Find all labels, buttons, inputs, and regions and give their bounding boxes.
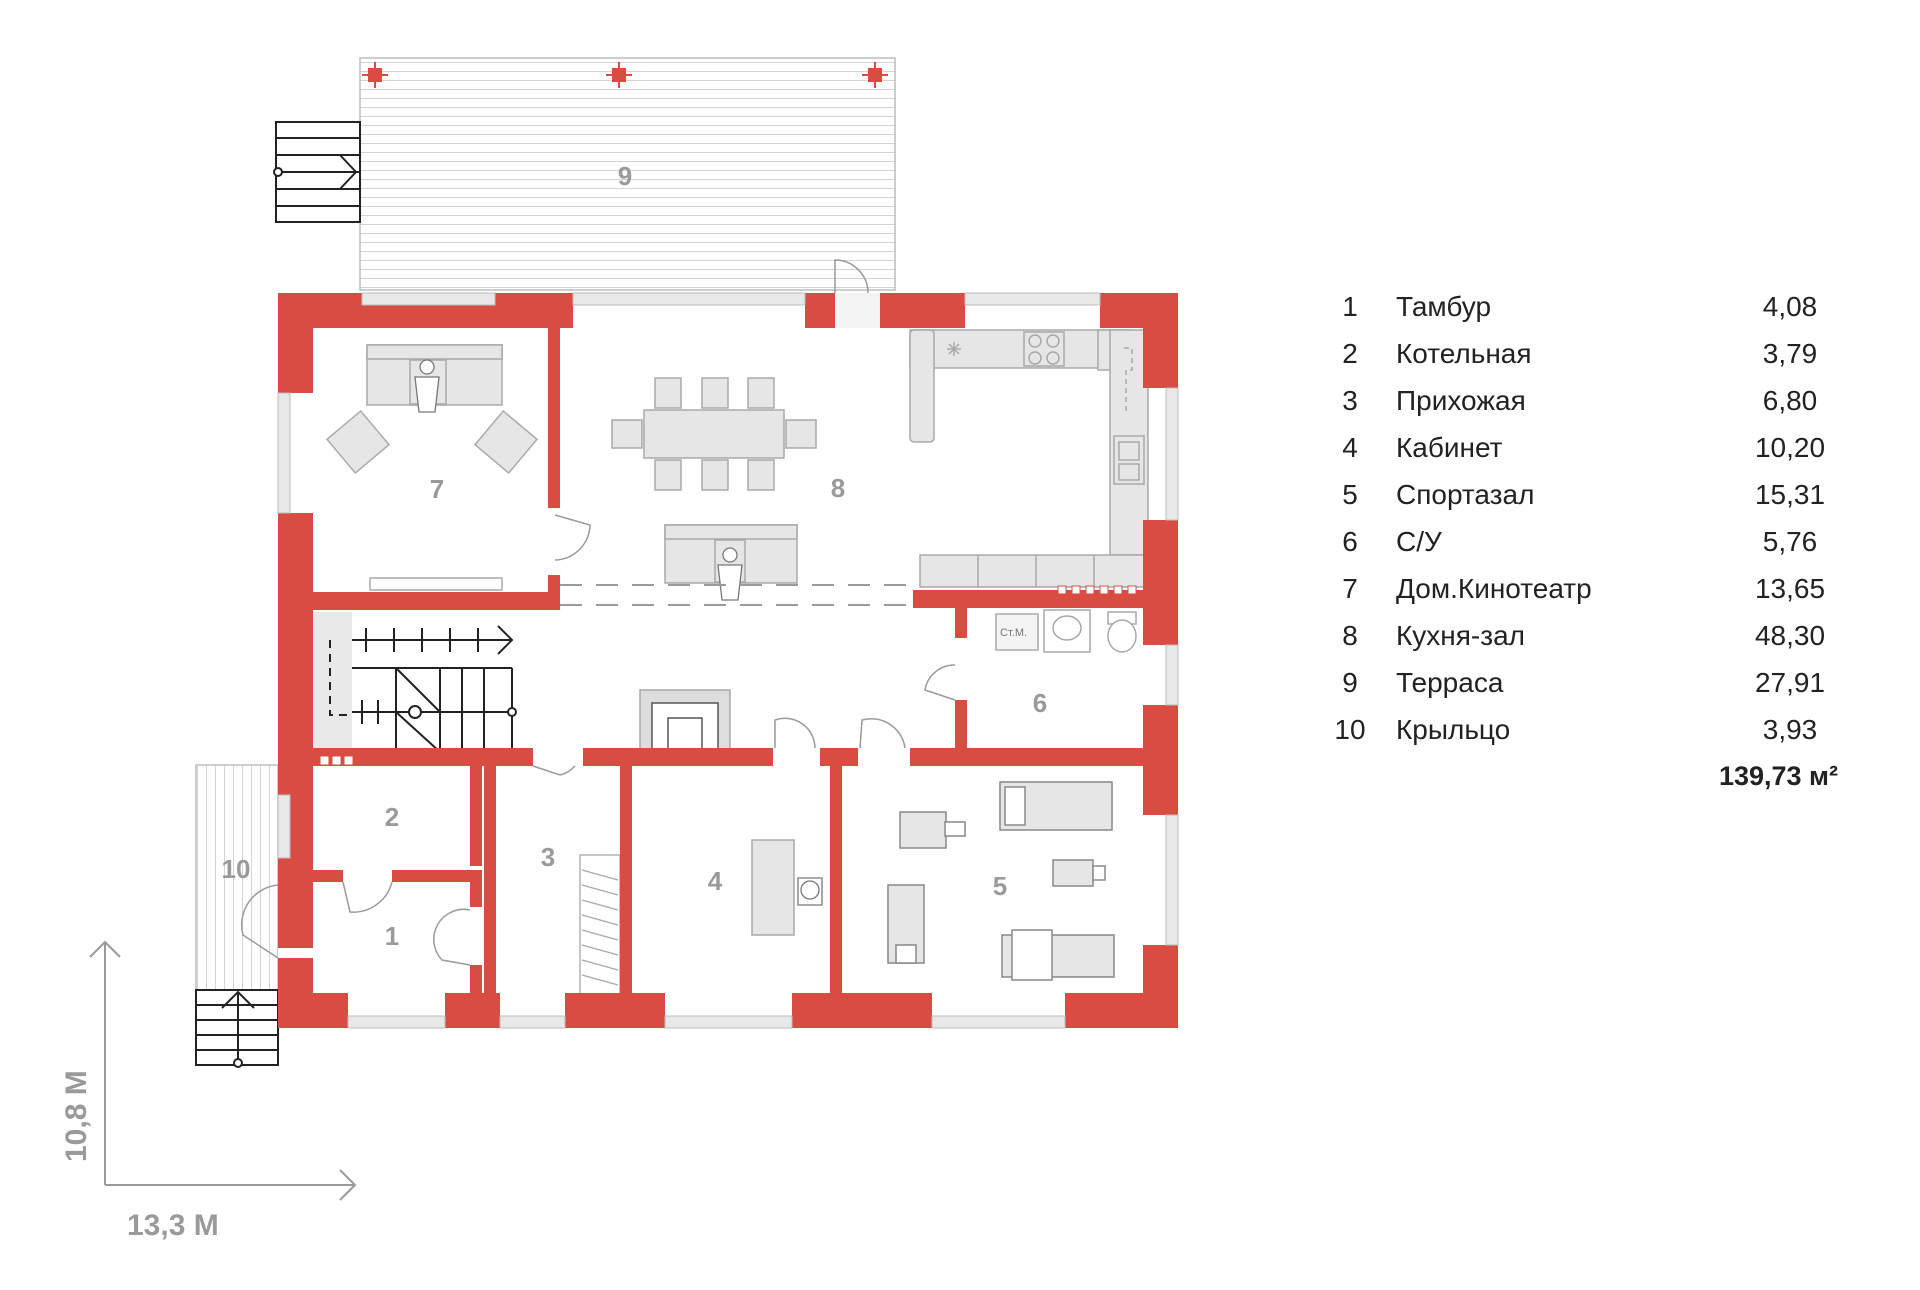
boiler-vents xyxy=(319,585,1137,766)
legend-room-area: 27,91 xyxy=(1754,667,1826,698)
height-dimension: 10,8 М xyxy=(60,1070,93,1162)
legend-room-number: 5 xyxy=(1342,479,1358,510)
person-icon xyxy=(717,547,743,601)
fireplace xyxy=(639,689,731,753)
tv-stand xyxy=(369,577,503,591)
legend-room-number: 1 xyxy=(1342,291,1358,322)
room-number-8: 8 xyxy=(831,473,845,503)
legend-room-name: Терраса xyxy=(1396,667,1504,698)
person-icon xyxy=(414,359,440,413)
legend-room-area: 6,80 xyxy=(1762,385,1818,416)
legend-room-name: Котельная xyxy=(1396,338,1532,369)
legend-room-name: Крыльцо xyxy=(1396,714,1511,745)
walls xyxy=(278,293,1178,1028)
legend-room-area: 13,65 xyxy=(1754,573,1826,604)
legend-row: 8 Кухня-зал 48,30 xyxy=(1330,612,1850,659)
legend-room-area: 15,31 xyxy=(1754,479,1826,510)
legend-row: 5 Спортазал 15,31 xyxy=(1330,471,1850,518)
room-number-9: 9 xyxy=(618,161,632,191)
total-area-value: 139,73 м² xyxy=(1718,761,1838,791)
terrace-stairs xyxy=(273,121,361,223)
legend-room-name: Спортазал xyxy=(1396,479,1535,510)
legend-room-number: 8 xyxy=(1342,620,1358,651)
gym-equipment xyxy=(887,781,1115,981)
washing-machine-label: Ст.М. xyxy=(1000,627,1027,639)
person-icon xyxy=(797,877,823,906)
zone-divider xyxy=(560,584,915,606)
legend-room-number: 2 xyxy=(1342,338,1358,369)
legend-row: 10 Крыльцо 3,93 xyxy=(1330,706,1850,753)
legend-room-name: Прихожая xyxy=(1396,385,1526,416)
theater-armchairs xyxy=(325,409,539,475)
terrace xyxy=(359,57,896,291)
room-number-4: 4 xyxy=(708,866,723,896)
room-number-6: 6 xyxy=(1033,688,1047,718)
legend-room-name: Кабинет xyxy=(1396,432,1503,463)
legend-row: 6 С/У 5,76 xyxy=(1330,518,1850,565)
windows xyxy=(277,292,1179,1029)
legend-room-number: 10 xyxy=(1334,714,1366,745)
bathroom-fixtures xyxy=(995,609,1137,653)
width-dimension: 13,3 М xyxy=(127,1209,219,1242)
shoe-rack xyxy=(579,854,621,996)
legend-total-area: 139,73 м² xyxy=(1330,753,1850,800)
legend-room-number: 3 xyxy=(1342,385,1358,416)
legend-row: 1 Тамбур 4,08 xyxy=(1330,283,1850,330)
legend-room-number: 6 xyxy=(1342,526,1358,557)
main-stairs xyxy=(312,612,517,757)
terrace-post-middle xyxy=(606,62,632,88)
terrace-post-right xyxy=(862,62,888,88)
room-number-5: 5 xyxy=(993,871,1007,901)
legend-room-number: 9 xyxy=(1342,667,1358,698)
legend-room-number: 4 xyxy=(1342,432,1358,463)
dimension-axes xyxy=(89,940,357,1201)
legend-room-area: 48,30 xyxy=(1754,620,1826,651)
room-number-7: 7 xyxy=(430,474,444,504)
legend-room-number: 7 xyxy=(1342,573,1358,604)
legend-row: 7 Дом.Кинотеатр 13,65 xyxy=(1330,565,1850,612)
office-desk xyxy=(751,839,795,936)
doors xyxy=(240,259,956,966)
room-number-10: 10 xyxy=(222,854,251,884)
legend-room-name: С/У xyxy=(1396,526,1442,557)
legend-room-name: Дом.Кинотеатр xyxy=(1396,573,1592,604)
terrace-post-left xyxy=(362,62,388,88)
legend-row: 2 Котельная 3,79 xyxy=(1330,330,1850,377)
legend-row: 4 Кабинет 10,20 xyxy=(1330,424,1850,471)
room-number-2: 2 xyxy=(385,802,399,832)
legend-room-area: 3,79 xyxy=(1762,338,1818,369)
legend-room-name: Кухня-зал xyxy=(1396,620,1526,651)
legend-row: 9 Терраса 27,91 xyxy=(1330,659,1850,706)
room-number-3: 3 xyxy=(541,842,555,872)
legend-room-area: 10,20 xyxy=(1754,432,1826,463)
dining-table xyxy=(611,377,817,491)
porch-stairs xyxy=(195,989,279,1068)
legend-row: 3 Прихожая 6,80 xyxy=(1330,377,1850,424)
legend-room-area: 4,08 xyxy=(1762,291,1818,322)
kitchen-details xyxy=(947,331,1145,587)
room-number-1: 1 xyxy=(385,921,399,951)
legend-room-name: Тамбур xyxy=(1396,291,1492,322)
legend-room-area: 3,93 xyxy=(1762,714,1818,745)
legend-room-area: 5,76 xyxy=(1762,526,1818,557)
porch xyxy=(195,764,279,991)
